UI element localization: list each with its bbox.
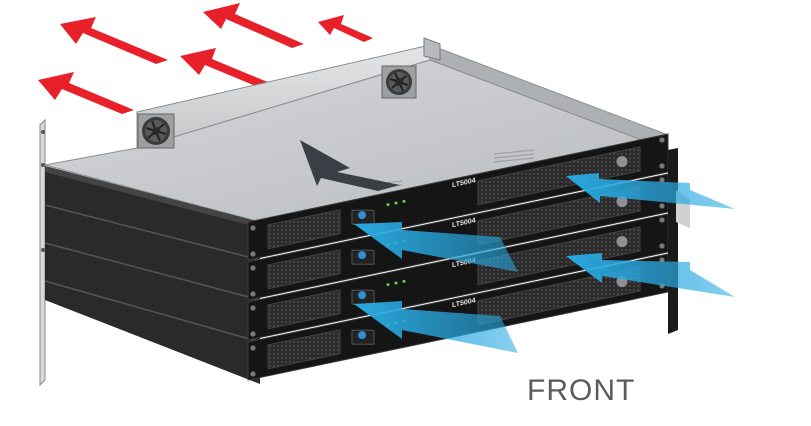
intake-arrows — [354, 173, 735, 353]
amplifier-unit: LT5004 — [247, 133, 669, 261]
rack-screw-icon — [658, 216, 666, 224]
intake-arrow-icon — [566, 173, 735, 209]
amplifier-stack-side — [44, 150, 668, 384]
intake-arrow-icon — [354, 222, 518, 272]
fan-icon — [137, 113, 175, 149]
vent-grill — [267, 209, 341, 250]
rack-screw-icon — [249, 344, 257, 352]
power-button-icon — [358, 291, 366, 300]
rack-screw-icon — [249, 304, 257, 312]
rack-screw-icon — [249, 224, 257, 232]
status-led-icon — [402, 279, 406, 283]
model-label: LT5004 — [452, 257, 476, 269]
volume-knob-icon — [615, 155, 629, 169]
status-led-icon — [386, 203, 390, 207]
intake-arrow-icon — [354, 301, 518, 353]
exhaust-arrow-icon — [318, 15, 373, 42]
rack-screw-icon — [658, 162, 666, 170]
vent-grill — [477, 146, 641, 206]
vent-grill — [267, 289, 341, 330]
rack-screw-icon — [658, 136, 666, 144]
rack-screw-icon — [249, 264, 257, 272]
rack-tray — [39, 37, 670, 387]
rack-screw-icon — [249, 290, 257, 298]
status-led-icon — [402, 199, 406, 203]
vent-grill — [477, 226, 641, 286]
vent-grill — [267, 249, 341, 290]
power-button-icon — [358, 251, 366, 260]
amplifier-unit: LT5004 — [247, 213, 669, 341]
status-led-icon — [394, 281, 398, 285]
model-label: LT5004 — [452, 217, 476, 229]
intake-arrow-icon — [566, 253, 735, 297]
rack-screw-icon — [658, 242, 666, 250]
internal-airflow-arrow-icon — [300, 140, 400, 191]
rack-right-ears — [668, 148, 690, 334]
rack-screw-icon — [658, 202, 666, 210]
volume-knob-icon — [615, 235, 629, 249]
rack-screw-icon — [249, 370, 257, 378]
front-label: FRONT — [527, 374, 636, 407]
rack-screw-icon — [249, 330, 257, 338]
exhaust-arrow-icon — [180, 48, 282, 92]
power-button-icon — [358, 331, 366, 340]
exhaust-arrow-icon — [60, 17, 168, 64]
exhaust-arrow-icon — [203, 3, 304, 48]
rack-screw-icon — [249, 250, 257, 258]
exhaust-arrows — [38, 3, 373, 114]
fan-icon — [381, 65, 417, 99]
exhaust-arrow-icon — [38, 72, 134, 114]
status-led-icon — [386, 283, 390, 287]
power-button-icon — [358, 211, 366, 220]
model-label: LT5004 — [452, 297, 476, 309]
model-label: LT5004 — [452, 177, 476, 189]
status-led-icon — [394, 201, 398, 205]
vent-grill — [267, 329, 341, 370]
